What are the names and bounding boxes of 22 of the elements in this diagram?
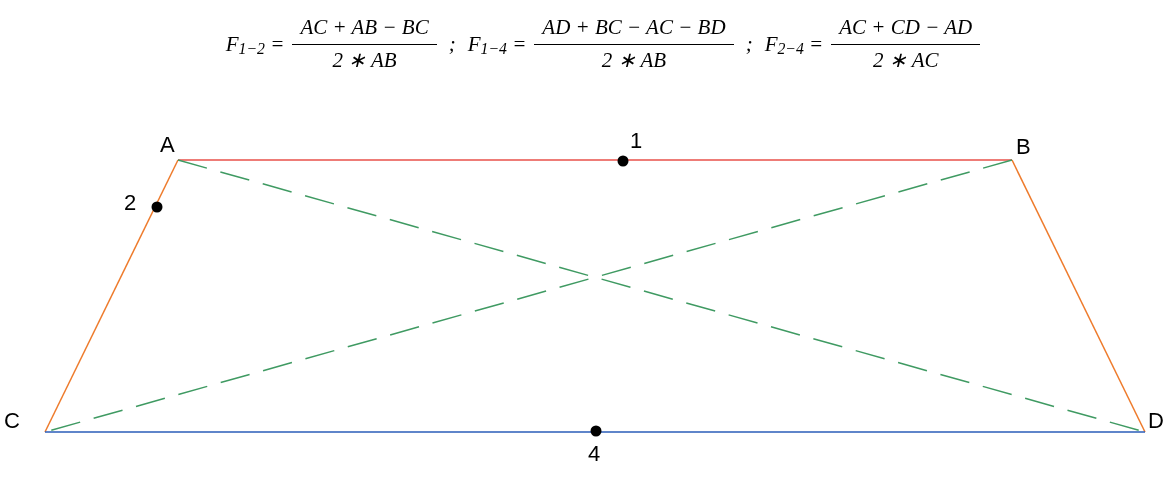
- side-line: [44, 159, 179, 433]
- numerator: AC + AB − BC: [298, 14, 430, 41]
- point-number: 4: [588, 443, 601, 465]
- side-line: [177, 159, 1013, 161]
- denominator: 2 ∗ AB: [331, 47, 398, 74]
- numerator: AC + CD − AD: [837, 14, 974, 41]
- formula-lhs: F$_{1−4}$ =: [467, 30, 527, 60]
- side-line: [44, 431, 1146, 433]
- formula-lhs: F$_{1−2}$ =: [225, 30, 285, 60]
- numerator: AD + BC − AC − BD: [540, 14, 727, 41]
- side-line: [1011, 159, 1146, 433]
- vertex-label: D: [1148, 410, 1164, 432]
- vertex-label: C: [4, 410, 20, 432]
- point-number: 2: [124, 192, 137, 214]
- vertex-label: B: [1016, 136, 1031, 158]
- separator: ;: [745, 30, 753, 58]
- point-number: 1: [630, 130, 643, 152]
- formula-lhs: F$_{2−4}$ =: [764, 30, 824, 60]
- separator: ;: [448, 30, 456, 58]
- denominator: 2 ∗ AB: [600, 47, 668, 74]
- denominator: 2 ∗ AC: [872, 47, 940, 74]
- vertex-label: A: [160, 134, 175, 156]
